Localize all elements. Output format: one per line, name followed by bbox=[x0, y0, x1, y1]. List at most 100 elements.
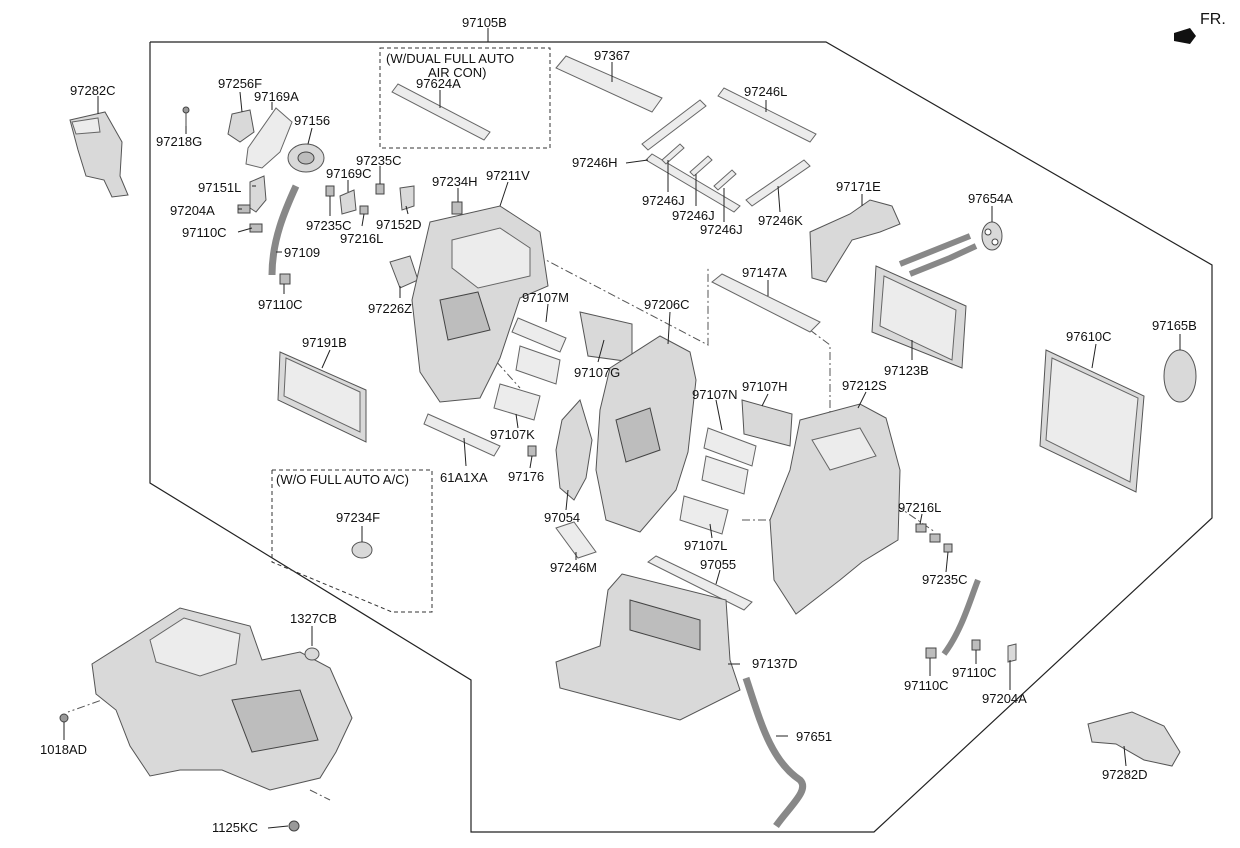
label-97624A: 97624A bbox=[416, 76, 461, 91]
label-97212S: 97212S bbox=[842, 378, 887, 393]
label-97226Z: 97226Z bbox=[368, 301, 412, 316]
label-97235C: 97235C bbox=[306, 218, 352, 233]
seal-97246l bbox=[717, 87, 817, 143]
label-97176: 97176 bbox=[508, 469, 544, 484]
clip-97110c-left bbox=[279, 273, 291, 285]
label-97246M: 97246M bbox=[550, 560, 597, 575]
label-97169A: 97169A bbox=[254, 89, 299, 104]
evaporator-97191b bbox=[277, 351, 367, 443]
filter-strip-97367 bbox=[555, 55, 663, 113]
bracket-61a1xa bbox=[423, 413, 501, 457]
label-97246K: 97246K bbox=[758, 213, 803, 228]
label-97651: 97651 bbox=[796, 729, 832, 744]
sensor-97234f bbox=[351, 541, 373, 559]
bracket-97152d bbox=[399, 185, 415, 211]
label-97055: 97055 bbox=[700, 557, 736, 572]
door-97107g bbox=[579, 311, 633, 363]
door-97107l bbox=[679, 495, 729, 535]
seal-97147a bbox=[711, 273, 821, 333]
label-97246L: 97246L bbox=[744, 84, 787, 99]
label-97151L: 97151L bbox=[198, 180, 241, 195]
housing-97206c bbox=[595, 335, 697, 533]
bolt-1125kc bbox=[288, 820, 300, 832]
label-97110C: 97110C bbox=[904, 678, 949, 693]
motor-97156 bbox=[287, 143, 325, 173]
door-97107n bbox=[703, 427, 757, 467]
label-97218G: 97218G bbox=[156, 134, 202, 149]
label-97216L: 97216L bbox=[898, 500, 941, 515]
label-97191B: 97191B bbox=[302, 335, 347, 350]
label-97216L: 97216L bbox=[340, 231, 383, 246]
seal-97246k bbox=[745, 159, 811, 207]
label-1125KC: 1125KC bbox=[212, 820, 258, 835]
label-97246J: 97246J bbox=[700, 222, 743, 237]
door-97107n-b bbox=[701, 455, 749, 495]
pipe-97171e bbox=[809, 199, 901, 283]
clip-97110c-right bbox=[925, 647, 937, 659]
bracket-97169c bbox=[339, 189, 357, 215]
label-97211V: 97211V bbox=[486, 168, 530, 183]
label-97610C: 97610C bbox=[1066, 329, 1112, 344]
label-97246J: 97246J bbox=[672, 208, 715, 223]
hose-right bbox=[941, 578, 981, 656]
seal-97624a bbox=[391, 83, 491, 141]
sensor-97234h bbox=[451, 201, 463, 215]
actuator-97256f bbox=[227, 109, 255, 143]
clip-97204a-right bbox=[1007, 643, 1017, 663]
label-61A1XA: 61A1XA bbox=[440, 470, 488, 485]
seal-97654a bbox=[981, 221, 1003, 251]
front-arrow-icon bbox=[1174, 28, 1196, 44]
label-97204A: 97204A bbox=[170, 203, 215, 218]
label-1018AD: 1018AD bbox=[40, 742, 87, 757]
note-wo-full-auto: (W/O FULL AUTO A/C) bbox=[276, 472, 409, 487]
label-97235C: 97235C bbox=[356, 153, 402, 168]
door-97107m bbox=[511, 317, 567, 353]
label-97367: 97367 bbox=[594, 48, 630, 63]
label-97206C: 97206C bbox=[644, 297, 690, 312]
heater-core-97123b bbox=[871, 233, 978, 369]
assembly-frame bbox=[149, 41, 1213, 833]
case-97211v bbox=[411, 205, 549, 403]
label-97110C: 97110C bbox=[182, 225, 227, 240]
case-97212s bbox=[769, 403, 901, 615]
label-97171E: 97171E bbox=[836, 179, 881, 194]
wo-full-auto-group-box bbox=[271, 469, 433, 613]
nut-1327cb bbox=[304, 647, 320, 661]
duct-97054 bbox=[555, 399, 593, 501]
note-dual-full-auto: (W/DUAL FULL AUTO AIR CON) bbox=[386, 51, 518, 80]
label-97105B: 97105B bbox=[462, 15, 507, 30]
label-97152D: 97152D bbox=[376, 217, 422, 232]
label-97123B: 97123B bbox=[884, 363, 929, 378]
label-97654A: 97654A bbox=[968, 191, 1013, 206]
bolt-1018ad bbox=[59, 713, 69, 723]
label-97110C: 97110C bbox=[952, 665, 997, 680]
door-97107k bbox=[493, 383, 541, 421]
label-97234F: 97234F bbox=[336, 510, 380, 525]
actuator-97226z bbox=[389, 255, 419, 289]
duct-97282d bbox=[1087, 711, 1181, 767]
label-97246J: 97246J bbox=[642, 193, 685, 208]
link-97151l bbox=[249, 175, 267, 213]
label-97107K: 97107K bbox=[490, 427, 535, 442]
dual-full-auto-group-box bbox=[379, 47, 551, 149]
door-97107m-b bbox=[515, 345, 561, 385]
label-97235C: 97235C bbox=[922, 572, 968, 587]
orientation-label: FR. bbox=[1200, 11, 1226, 28]
label-97282D: 97282D bbox=[1102, 767, 1148, 782]
seal-97165b bbox=[1163, 349, 1197, 403]
screw-97218g bbox=[182, 106, 190, 126]
label-97256F: 97256F bbox=[218, 76, 262, 91]
label-97109: 97109 bbox=[284, 245, 320, 260]
hvac-assembly bbox=[91, 607, 353, 791]
case-97137d bbox=[555, 573, 741, 721]
label-97107M: 97107M bbox=[522, 290, 569, 305]
bracket-97169a bbox=[245, 107, 293, 169]
label-97204A: 97204A bbox=[982, 691, 1027, 706]
label-97107H: 97107H bbox=[742, 379, 788, 394]
label-97137D: 97137D bbox=[752, 656, 798, 671]
hose-97651 bbox=[742, 676, 807, 829]
label-97169C: 97169C bbox=[326, 166, 372, 181]
duct-97282c bbox=[69, 111, 129, 198]
clips-right bbox=[915, 523, 953, 553]
